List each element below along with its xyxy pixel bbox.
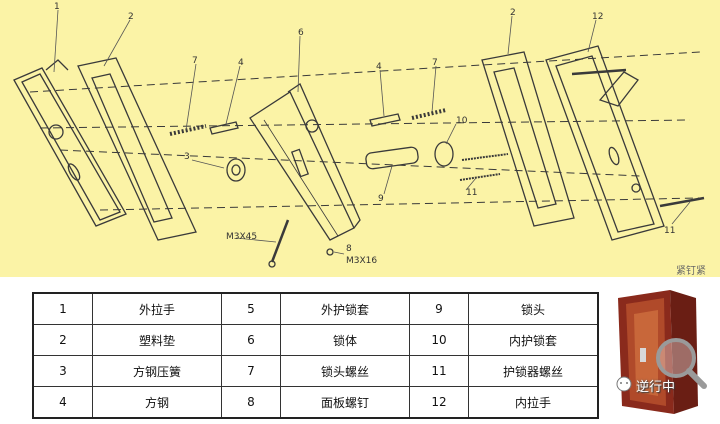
door-side <box>670 290 698 414</box>
part-name: 外拉手 <box>92 292 222 325</box>
part-name: 内拉手 <box>468 386 599 419</box>
lock-body <box>249 83 361 241</box>
plastic-pad-left <box>77 57 197 241</box>
diagram-drawing <box>13 9 705 268</box>
inner-lock-sleeve <box>434 141 454 167</box>
part-name: 护锁器螺丝 <box>468 355 599 387</box>
table-row: 4 方钢 8 面板螺钉 12 内拉手 <box>32 386 599 419</box>
callout-m3x16: M3X16 <box>346 256 378 266</box>
part-name: 锁头 <box>468 292 599 325</box>
corner-text: 紧钉紧 <box>676 266 706 277</box>
outer-lock-sleeve-core <box>231 164 241 176</box>
magnifier-icon <box>656 338 696 378</box>
callout-4: 4 <box>238 58 244 68</box>
callout-11: 11 <box>466 188 478 198</box>
spindle-spring <box>169 124 207 136</box>
part-name: 塑料垫 <box>92 324 222 356</box>
guard-screw <box>459 173 501 181</box>
door-lock-plate <box>640 348 646 362</box>
lock-screw <box>270 219 290 263</box>
part-number: 3 <box>32 355 93 387</box>
part-number: 8 <box>221 386 281 419</box>
part-number: 7 <box>221 355 281 387</box>
plastic-pad-right <box>481 51 575 227</box>
part-name: 外护锁套 <box>280 292 410 325</box>
part-name: 内护锁套 <box>468 324 599 356</box>
callout-4-right: 4 <box>376 62 382 72</box>
lock-screw-head <box>268 260 276 268</box>
panel-screw <box>326 248 334 256</box>
square-spindle-right <box>369 113 401 127</box>
outer-handle <box>13 59 127 227</box>
callout-6: 6 <box>298 28 304 38</box>
part-number: 4 <box>32 386 93 419</box>
watermark-label: 逆行中 <box>636 380 676 395</box>
door-illustration <box>600 288 718 420</box>
guard-screw <box>461 153 509 161</box>
part-number: 12 <box>409 386 469 419</box>
alignment-line <box>39 119 691 129</box>
part-number: 5 <box>221 292 281 325</box>
part-number: 1 <box>32 292 93 325</box>
alignment-line <box>29 51 701 93</box>
callout-10: 10 <box>456 116 468 126</box>
callout-11-right: 11 <box>664 226 676 236</box>
callout-7: 7 <box>192 56 198 66</box>
top-screw <box>571 68 627 76</box>
exploded-lock-diagram: 1 2 7 4 3 6 M3X45 8 M3X16 4 7 10 9 11 2 … <box>0 0 720 277</box>
square-spindle <box>209 121 239 135</box>
callout-12: 12 <box>592 12 604 22</box>
spindle-spring-right <box>411 108 447 120</box>
part-name: 锁体 <box>280 324 410 356</box>
parts-table: 1 外拉手 5 外护锁套 9 锁头 2 塑料垫 6 锁体 10 内护锁套 3 方… <box>32 292 599 419</box>
part-number: 11 <box>409 355 469 387</box>
callout-3: 3 <box>184 152 190 162</box>
part-name: 方钢压簧 <box>92 355 222 387</box>
part-number: 9 <box>409 292 469 325</box>
bottom-screw <box>659 196 705 208</box>
inner-handle <box>545 45 665 241</box>
table-row: 2 塑料垫 6 锁体 10 内护锁套 <box>32 324 599 356</box>
magnifier-handle-icon <box>686 368 707 389</box>
part-number: 10 <box>409 324 469 356</box>
alignment-line <box>99 197 701 211</box>
callout-9: 9 <box>378 194 384 204</box>
door-photo <box>600 288 718 420</box>
part-number: 2 <box>32 324 93 356</box>
callout-m3x45: M3X45 <box>226 232 258 242</box>
part-name: 面板螺钉 <box>280 386 410 419</box>
part-name: 锁头螺丝 <box>280 355 410 387</box>
callout-8: 8 <box>346 244 352 254</box>
part-name: 方钢 <box>92 386 222 419</box>
table-row: 3 方钢压簧 7 锁头螺丝 11 护锁器螺丝 <box>32 355 599 387</box>
callout-7-right: 7 <box>432 58 438 68</box>
callout-2-right: 2 <box>510 8 516 18</box>
table-row: 1 外拉手 5 外护锁套 9 锁头 <box>32 292 599 325</box>
callout-2: 2 <box>128 12 134 22</box>
wechat-icon <box>616 376 632 392</box>
outer-lock-sleeve <box>226 158 246 182</box>
callout-1: 1 <box>54 2 60 12</box>
alignment-line <box>59 149 641 177</box>
part-number: 6 <box>221 324 281 356</box>
lock-cylinder <box>365 146 419 170</box>
